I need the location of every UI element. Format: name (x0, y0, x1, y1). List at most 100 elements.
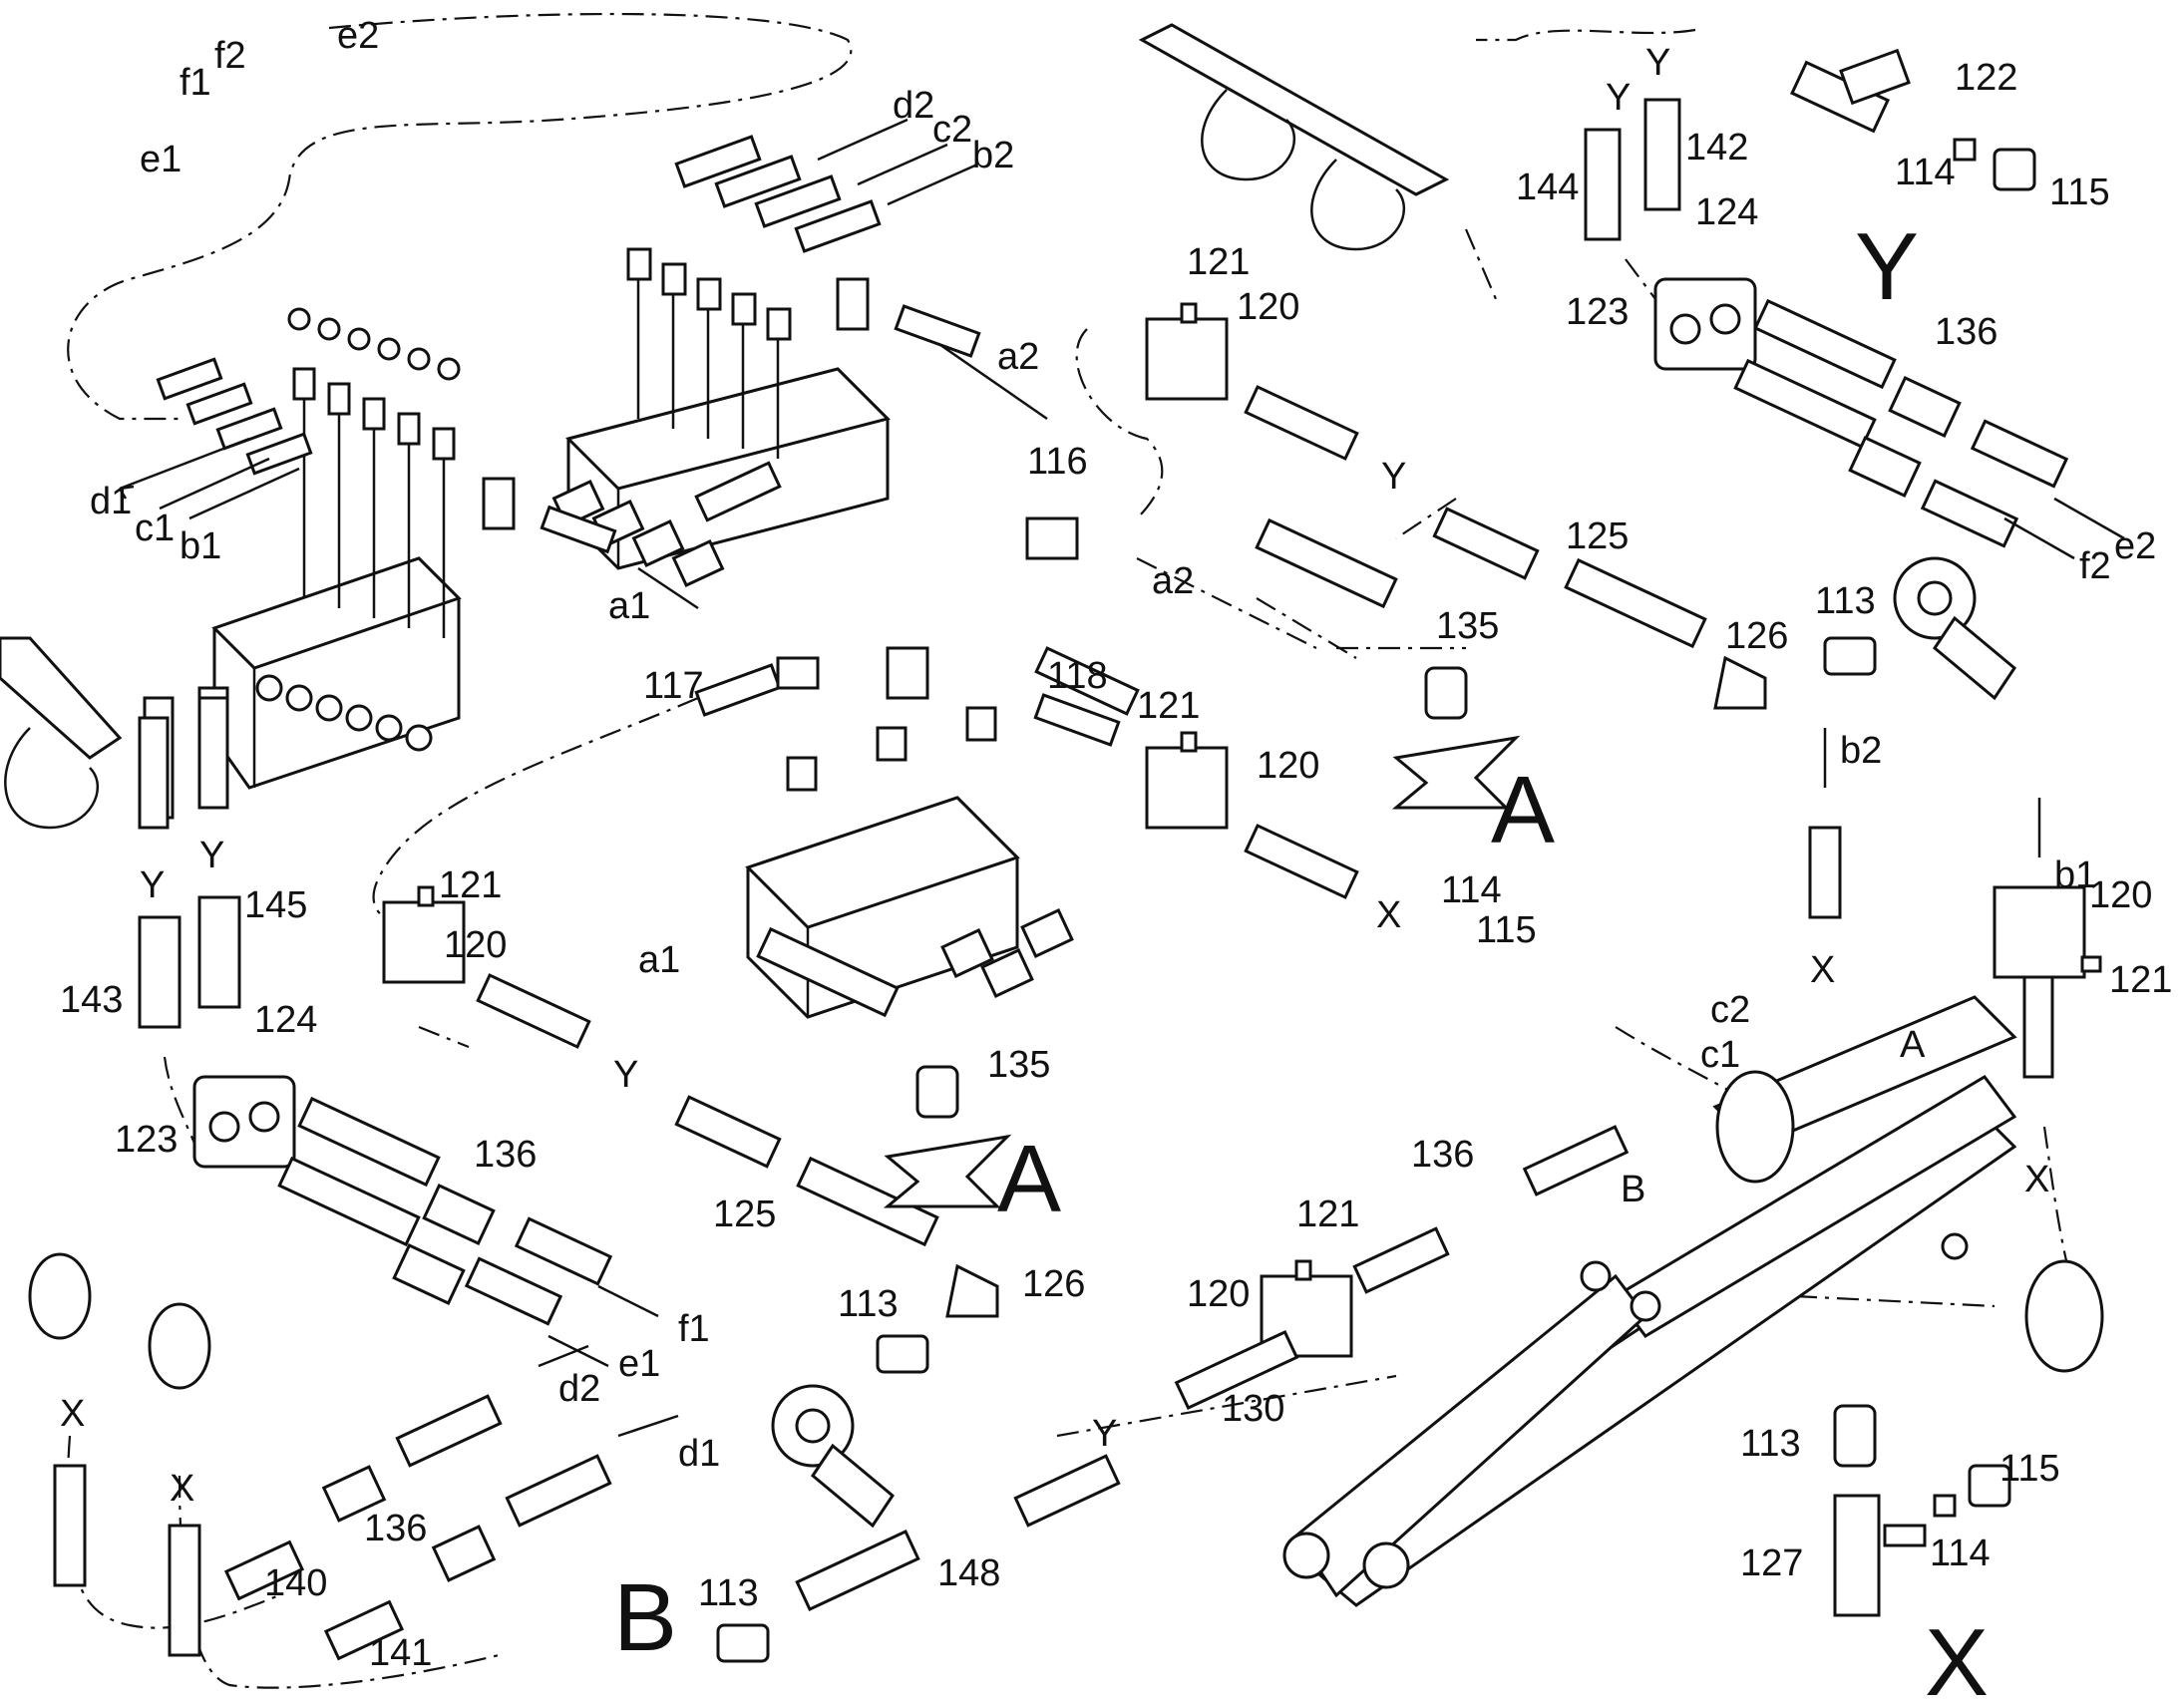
pipe-clamp-right (1584, 98, 2125, 560)
rail-bracket-left (0, 636, 123, 830)
label-big-A1: A (1491, 757, 1555, 863)
label-125-a: 125 (1566, 515, 1629, 557)
label-148: 148 (937, 1552, 1000, 1594)
tee-122 (1790, 48, 2036, 191)
label-f1-low: f1 (678, 1308, 710, 1350)
label-127: 127 (1740, 1542, 1803, 1584)
label-e1: e1 (140, 139, 182, 180)
label-big-A2: A (997, 1126, 1061, 1232)
label-136-right: 136 (1935, 311, 1998, 353)
label-114-mid: 114 (1441, 869, 1502, 911)
label-126-mid: 126 (1022, 1263, 1085, 1305)
label-c2: c2 (932, 109, 972, 151)
callout-labels: e2 f2 f1 e1 d2 c2 b2 a2 a1 d1 c1 b1 Y Y … (60, 15, 2172, 1708)
label-120-c: 120 (444, 924, 507, 966)
distributor-block-left (211, 307, 462, 790)
label-c1-right: c1 (1700, 1034, 1740, 1076)
label-e2: e2 (337, 15, 379, 57)
label-120-b: 120 (1257, 745, 1319, 787)
label-118: 118 (1047, 655, 1108, 697)
label-d2: d2 (893, 85, 934, 127)
vertical-hoses-left (138, 696, 229, 830)
label-y-low: Y (1092, 1413, 1117, 1455)
rail-bracket-top (1138, 23, 1450, 251)
label-143: 143 (60, 979, 123, 1021)
label-b1-right: b1 (2054, 854, 2096, 896)
round-covers (28, 1070, 2104, 1390)
label-f2: f2 (214, 35, 246, 77)
label-f1: f1 (180, 62, 211, 104)
label-a1-mid: a1 (608, 585, 650, 627)
label-136-mid: 136 (1411, 1134, 1474, 1176)
label-120-e: 120 (2089, 874, 2152, 916)
label-113-mid: 113 (838, 1283, 899, 1325)
label-130: 130 (1222, 1388, 1284, 1430)
label-e2-right: e2 (2114, 525, 2156, 567)
label-b2: b2 (972, 135, 1014, 176)
label-y-mid1: Y (1381, 456, 1406, 498)
label-141: 141 (369, 1632, 432, 1674)
x-group-parts (1833, 1404, 2011, 1617)
label-y-tr2: Y (1645, 42, 1670, 84)
label-y-tr1: Y (1606, 77, 1631, 119)
left-pipe-bundle (118, 357, 313, 520)
label-125-b: 125 (713, 1194, 776, 1235)
label-113-x: 113 (1740, 1423, 1801, 1465)
lower-left-pipes (53, 1344, 679, 1661)
label-x-right1: X (1810, 949, 1835, 991)
distributor-block-middle (551, 118, 1048, 610)
label-121-c: 121 (439, 864, 502, 906)
label-b1: b1 (180, 525, 221, 567)
label-136-left: 136 (474, 1134, 537, 1176)
label-120-d: 120 (1187, 1273, 1250, 1315)
label-e1-low: e1 (618, 1343, 660, 1385)
label-B-boom: B (1621, 1169, 1645, 1210)
label-116: 116 (1027, 441, 1088, 483)
label-y-mid2: Y (613, 1054, 638, 1096)
boom-arm (1282, 995, 2017, 1607)
label-113-right: 113 (1815, 580, 1876, 622)
label-114-x: 114 (1930, 1533, 1991, 1574)
label-124-right: 124 (1695, 191, 1758, 233)
label-d1: d1 (90, 481, 132, 522)
vertical-pipe-b2 (1808, 728, 2054, 1079)
label-115-x: 115 (1999, 1448, 2060, 1490)
label-x-left2: X (170, 1468, 194, 1510)
label-142: 142 (1685, 127, 1748, 169)
label-123-right: 123 (1566, 291, 1629, 333)
label-123-left: 123 (115, 1119, 178, 1161)
label-113-low: 113 (698, 1572, 759, 1614)
hoses (476, 385, 1707, 1611)
clamp-block-d (1260, 1259, 1353, 1358)
label-x-left1: X (60, 1393, 85, 1435)
label-140: 140 (264, 1562, 327, 1604)
label-a1-lower: a1 (638, 939, 680, 981)
label-x-mid1: X (1376, 894, 1401, 936)
label-big-B: B (613, 1564, 677, 1671)
label-136-low: 136 (364, 1508, 427, 1549)
label-d1-low: d1 (678, 1433, 720, 1475)
label-126-right: 126 (1725, 615, 1788, 657)
clamp-block-a (1145, 302, 1229, 401)
label-A-boom: A (1900, 1024, 1926, 1066)
label-f2-right: f2 (2079, 545, 2111, 587)
clamp-block-e (1993, 885, 2102, 979)
label-117: 117 (643, 665, 704, 707)
label-135-a: 135 (1436, 605, 1499, 647)
label-121-a: 121 (1187, 241, 1250, 283)
label-121-d: 121 (1296, 1194, 1359, 1235)
label-c2-right: c2 (1710, 989, 1750, 1031)
label-115-mid: 115 (1476, 909, 1537, 951)
label-big-X: X (1925, 1609, 1989, 1708)
label-x-right2: X (2024, 1159, 2049, 1200)
label-121-e: 121 (2109, 959, 2172, 1001)
label-144: 144 (1516, 167, 1579, 208)
label-114-top: 114 (1895, 152, 1956, 193)
label-124-left: 124 (254, 999, 317, 1041)
clamp-block-c (382, 885, 466, 984)
label-a2-lower: a2 (1152, 560, 1194, 602)
label-y-ul1: Y (140, 864, 165, 906)
elbow-fittings (716, 636, 1877, 1663)
label-y-ul2: Y (199, 835, 224, 876)
